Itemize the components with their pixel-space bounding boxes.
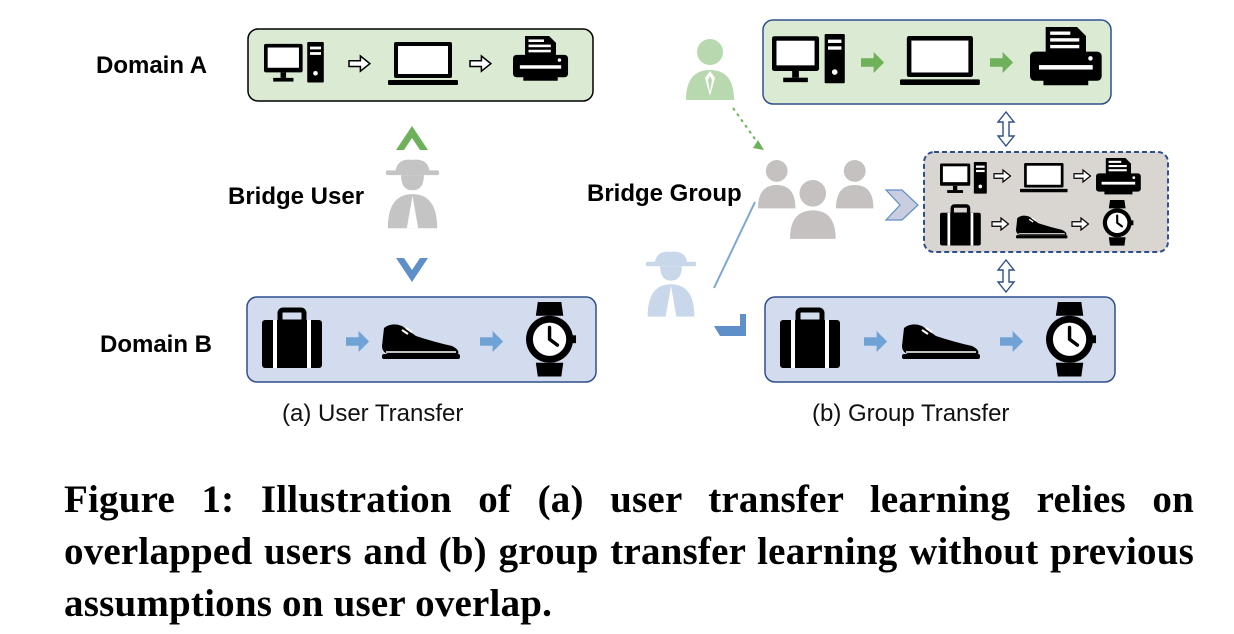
double-arrow-vertical-icon [996,110,1016,148]
figure-caption: Figure 1: Illustration of (a) user trans… [64,478,1194,625]
bridge-group-label: Bridge Group [587,180,742,207]
corner-arrow-icon [714,314,746,336]
domain-b-box-right [764,296,1116,383]
chevron-up-icon [396,126,428,150]
domain-a-box-right [762,19,1112,105]
dotted-link-arrowhead [753,140,764,150]
domain-b-box-left [246,296,597,383]
domain-a-user-icon [686,39,734,100]
link-line [713,201,756,289]
bridge-group-icon [758,160,874,239]
chevron-right-icon [884,189,919,221]
double-arrow-vertical-icon [996,258,1016,294]
bridge-user-label: Bridge User [228,183,364,210]
subcaption-group-transfer: (b) Group Transfer [812,400,1009,427]
domain-b-label: Domain B [100,331,212,358]
figure-diagram: Domain A Domain B Bridge User (a) User T… [96,19,1169,427]
subcaption-user-transfer: (a) User Transfer [282,400,463,427]
dotted-link [732,107,761,147]
domain-b-user-spy-icon [645,251,697,317]
group-behavior-box [923,151,1169,253]
bridge-user-spy-icon [385,159,440,229]
domain-a-box-left [247,28,594,102]
chevron-down-icon [396,258,428,282]
domain-a-label: Domain A [96,52,207,79]
